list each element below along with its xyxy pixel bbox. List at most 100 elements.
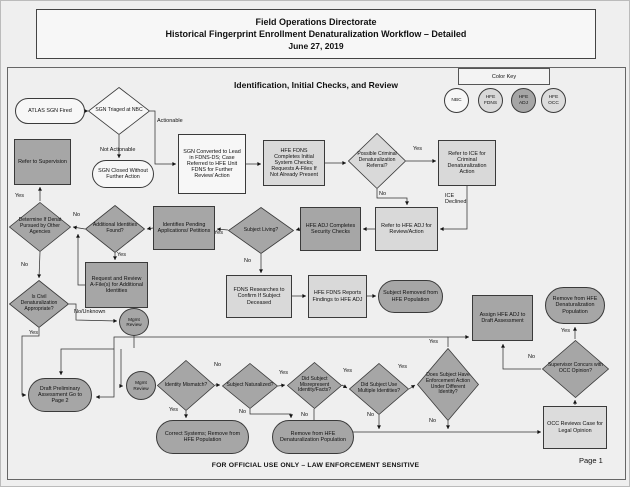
title-line-1: Field Operations Directorate xyxy=(255,17,377,27)
arrowhead-12 xyxy=(73,225,77,230)
arrowhead-11 xyxy=(147,226,151,231)
lbl-yes-naturalized: Yes xyxy=(279,370,288,376)
adj-security-checks: HFE ADJ Completes Security Checks xyxy=(300,207,361,251)
arrowhead-33 xyxy=(501,344,505,348)
lbl-no-unknown: No/Unknown xyxy=(74,309,106,315)
remove-denat-population-top-label: Remove from HFE Denaturalization Populat… xyxy=(552,296,598,315)
lbl-yes-enforcement: Yes xyxy=(429,339,438,345)
sgn-closed: SGN Closed Without Further Action xyxy=(92,160,154,188)
lbl-no-living: No xyxy=(244,258,252,264)
sgn-triaged-at-nbc-label: SGN Triaged at NBC xyxy=(95,107,143,114)
refer-to-hfe-adj-label: Refer to HFE ADJ for Review/Action xyxy=(381,222,432,235)
remove-denat-population-bottom-label: Remove from HFE Denaturalization Populat… xyxy=(280,430,346,443)
sgn-converted-label: SGN Converted to Lead in FDNS-DS; Case R… xyxy=(183,148,241,180)
arrowhead-4 xyxy=(342,161,346,165)
fdns-initial-checks-label: HFE FDNS Completes Initial System Checks… xyxy=(270,147,318,179)
subject-living: Subject Living? xyxy=(228,207,294,254)
draft-preliminary-assessment-label: Draft Preliminary Assessment Go to Page … xyxy=(37,385,83,405)
arrowhead-0 xyxy=(84,109,88,113)
lbl-actionable: Actionable xyxy=(157,118,183,124)
color-key-title: Color Key xyxy=(458,68,550,85)
subject-misrepresent: Did Subject Misrepresent Identity/Facts? xyxy=(287,362,342,409)
refer-to-supervision-label: Refer to Supervision xyxy=(18,158,67,165)
arrowhead-19 xyxy=(259,269,263,273)
arrowhead-18 xyxy=(22,393,26,397)
arrowhead-26 xyxy=(281,383,285,388)
subject-removed: Subject Removed from HFE Population xyxy=(378,280,443,313)
arrowhead-40 xyxy=(289,414,293,418)
multiple-identities: Did Subject Use Multiple Identities? xyxy=(349,363,409,415)
arrowhead-39 xyxy=(184,414,188,418)
arrowhead-17 xyxy=(113,318,117,323)
color-key-nbc: NBC xyxy=(444,88,469,113)
correct-systems-remove-label: Correct Systems; Remove from HFE Populat… xyxy=(164,430,241,443)
is-civil-denat-appropriate-label: Is Civil Denaturalization Appropriate? xyxy=(20,294,58,312)
connector-16 xyxy=(38,251,41,279)
arrowhead-8 xyxy=(363,227,367,231)
multiple-identities-label: Did Subject Use Multiple Identities? xyxy=(357,382,401,394)
refer-to-ice: Refer to ICE for Criminal Denaturalizati… xyxy=(438,140,496,186)
arrowhead-5 xyxy=(432,159,436,163)
arrowhead-3 xyxy=(257,162,261,166)
lbl-not-actionable: Not Actionable xyxy=(100,147,136,153)
lbl-yes-supervisor: Yes xyxy=(561,328,570,334)
subject-naturalized: Subject Naturalized? xyxy=(222,363,278,409)
connector-40 xyxy=(249,409,292,418)
identifies-pending-applications: Identifies Pending Applications/ Petitio… xyxy=(153,206,215,250)
atlas-sgn-fired: ATLAS SGN Fired xyxy=(15,98,85,124)
fdns-researches-deceased-label: FDNS Researches to Confirm If Subject De… xyxy=(233,287,285,306)
sgn-closed-label: SGN Closed Without Further Action xyxy=(98,167,148,180)
color-key-hfe-fdns: HFE FDNS xyxy=(478,88,503,113)
arrowhead-27 xyxy=(342,384,347,388)
connector-32 xyxy=(96,349,115,398)
arrowhead-34 xyxy=(573,327,577,331)
connector-2 xyxy=(150,110,176,165)
sgn-triaged-at-nbc: SGN Triaged at NBC xyxy=(88,87,150,135)
title-date: June 27, 2019 xyxy=(288,41,344,51)
lbl-no-multiple: No xyxy=(367,412,375,418)
arrowhead-29 xyxy=(465,335,469,339)
arrowhead-21 xyxy=(372,294,376,298)
color-key-hfe-adj: HFE ADJ xyxy=(511,88,536,113)
color-key-hfe-fdns-label: HFE FDNS xyxy=(483,95,498,106)
lbl-no-additional: No xyxy=(73,212,81,218)
fouo-banner: FOR OFFICIAL USE ONLY – LAW ENFORCEMENT … xyxy=(211,462,420,469)
subject-misrepresent-label: Did Subject Misrepresent Identity/Facts? xyxy=(297,375,332,394)
color-key-hfe-adj-label: HFE ADJ xyxy=(518,95,529,106)
remove-denat-population-bottom: Remove from HFE Denaturalization Populat… xyxy=(272,420,354,454)
remove-denat-population-top: Remove from HFE Denaturalization Populat… xyxy=(545,287,605,324)
page-number: Page 1 xyxy=(579,456,603,465)
mgmt-review-1-label: Mgmt Review xyxy=(126,316,142,327)
fdns-researches-deceased: FDNS Researches to Confirm If Subject De… xyxy=(226,275,292,318)
supervisor-concurs: Supervisor Concurs with OCC Opinion? xyxy=(542,340,609,398)
refer-to-ice-label: Refer to ICE for Criminal Denaturalizati… xyxy=(447,150,487,176)
occ-reviews-case-label: OCC Reviews Case for Legal Opinion xyxy=(547,421,603,434)
arrowhead-7 xyxy=(405,201,409,205)
subject-living-label: Subject Living? xyxy=(243,226,279,233)
possible-criminal-referral: Possible Criminal Denaturalization Refer… xyxy=(348,133,406,189)
request-review-afiles-label: Request and Review A-File(s) for Additio… xyxy=(89,275,144,295)
assign-hfe-adj: Assign HFE ADJ to Draft Assessment xyxy=(472,295,533,341)
color-key-hfe-occ-label: HFE OCC xyxy=(548,95,559,106)
fdns-initial-checks: HFE FDNS Completes Initial System Checks… xyxy=(263,140,325,186)
connector-31 xyxy=(60,348,114,375)
connector-33 xyxy=(502,344,541,370)
connector-30 xyxy=(113,336,448,349)
lbl-yes-additional: Yes xyxy=(117,252,126,258)
determine-denat-pursued-label: Determine If Denat Pursued by Other Agen… xyxy=(18,217,62,235)
refer-to-hfe-adj: Refer to HFE ADJ for Review/Action xyxy=(375,207,438,251)
request-review-afiles: Request and Review A-File(s) for Additio… xyxy=(85,262,148,308)
arrowhead-32 xyxy=(96,395,100,399)
arrowhead-16 xyxy=(37,274,42,278)
arrowhead-6 xyxy=(440,227,444,231)
lbl-ice-declined: ICE Declined xyxy=(445,193,467,205)
arrowhead-13 xyxy=(113,256,117,260)
arrowhead-10 xyxy=(217,227,221,232)
enforcement-action-different-identity-label: Does Subject Have Enforcement Action Und… xyxy=(425,372,471,396)
mgmt-review-2: Mgmt Review xyxy=(126,371,156,400)
section-title: Identification, Initial Checks, and Revi… xyxy=(234,80,398,90)
color-key-hfe-occ: HFE OCC xyxy=(541,88,566,113)
lbl-yes-living: Yes xyxy=(214,230,223,236)
adj-security-checks-label: HFE ADJ Completes Security Checks xyxy=(305,222,356,235)
lbl-yes-criminal: Yes xyxy=(413,146,422,152)
